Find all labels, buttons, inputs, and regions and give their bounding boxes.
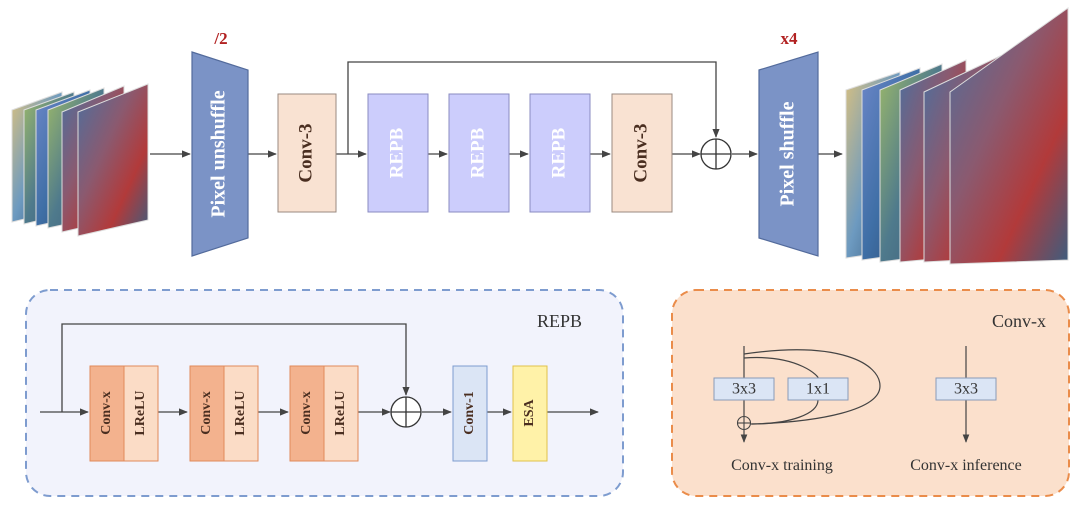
lrelu-block-3	[323, 365, 359, 462]
repb-block-3	[529, 93, 591, 213]
inference-caption: Conv-x inference	[910, 457, 1022, 474]
lrelu-label-3: LReLU	[333, 390, 348, 435]
conv1-label: Conv-1	[462, 391, 477, 435]
repb-panel-title: REPB	[537, 311, 582, 331]
conv3-last-label: Conv-3	[630, 123, 651, 182]
inference-3x3-kernel	[935, 377, 997, 401]
skip-connection-top	[347, 61, 720, 154]
lrelu-label-1: LReLU	[133, 390, 148, 435]
training-1x1-kernel	[787, 377, 849, 401]
convx-panel	[671, 289, 1070, 497]
input-frame-6	[77, 83, 149, 237]
repb-panel-connectors	[40, 323, 599, 416]
convx-panel-title: Conv-x	[992, 311, 1046, 331]
inference-3x3-label: 3x3	[954, 381, 978, 398]
pixel-unshuffle-label: Pixel unshuffle	[208, 90, 230, 217]
esa-block	[512, 365, 548, 462]
lrelu-label-2: LReLU	[233, 390, 248, 435]
training-3x3-kernel	[713, 377, 775, 401]
repb-block-label-3: REPB	[548, 127, 569, 178]
training-branch-1x1-in	[743, 356, 819, 379]
pixel-shuffle-label: Pixel shuffle	[777, 101, 799, 206]
conv3-first-block	[277, 93, 337, 213]
repb-block-group: REPB REPB REPB	[367, 93, 591, 213]
training-branch-identity	[743, 349, 881, 425]
conv3-first-label: Conv-3	[295, 123, 316, 182]
training-1x1-label: 1x1	[806, 381, 830, 398]
convx-block-3	[289, 365, 325, 462]
convx-label-3: Conv-x	[299, 391, 314, 435]
training-caption: Conv-x training	[731, 457, 833, 474]
scale-down-label: /2	[213, 29, 227, 48]
repb-block-2	[448, 93, 510, 213]
lrelu-block-2	[223, 365, 259, 462]
pixel-unshuffle-block	[191, 51, 249, 257]
convx-block-2	[189, 365, 225, 462]
skip-connection-repb	[61, 323, 410, 412]
convx-label-2: Conv-x	[199, 391, 214, 435]
convx-label-1: Conv-x	[99, 391, 114, 435]
output-frame-6	[949, 7, 1069, 265]
sum-node-repb	[390, 396, 422, 428]
repb-block-label-1: REPB	[386, 127, 407, 178]
training-3x3-label: 3x3	[732, 381, 756, 398]
esa-label: ESA	[522, 398, 537, 426]
scale-up-label: x4	[781, 29, 799, 48]
repb-block-label-2: REPB	[467, 127, 488, 178]
conv3-last-block	[611, 93, 673, 213]
top-flow-connectors	[150, 61, 843, 158]
repb-inner-blocks: Conv-x LReLU Conv-x LReLU Conv-x LReLU	[89, 365, 359, 462]
conv1-block	[452, 365, 488, 462]
output-image-stack	[845, 7, 1069, 265]
input-image-stack	[11, 83, 149, 237]
convx-block-1	[89, 365, 125, 462]
sum-node-training	[736, 415, 752, 431]
repb-block-1	[367, 93, 429, 213]
pixel-shuffle-block	[758, 51, 819, 257]
lrelu-block-1	[123, 365, 159, 462]
convx-training-diagram	[740, 346, 881, 443]
sum-node-top	[700, 138, 732, 170]
